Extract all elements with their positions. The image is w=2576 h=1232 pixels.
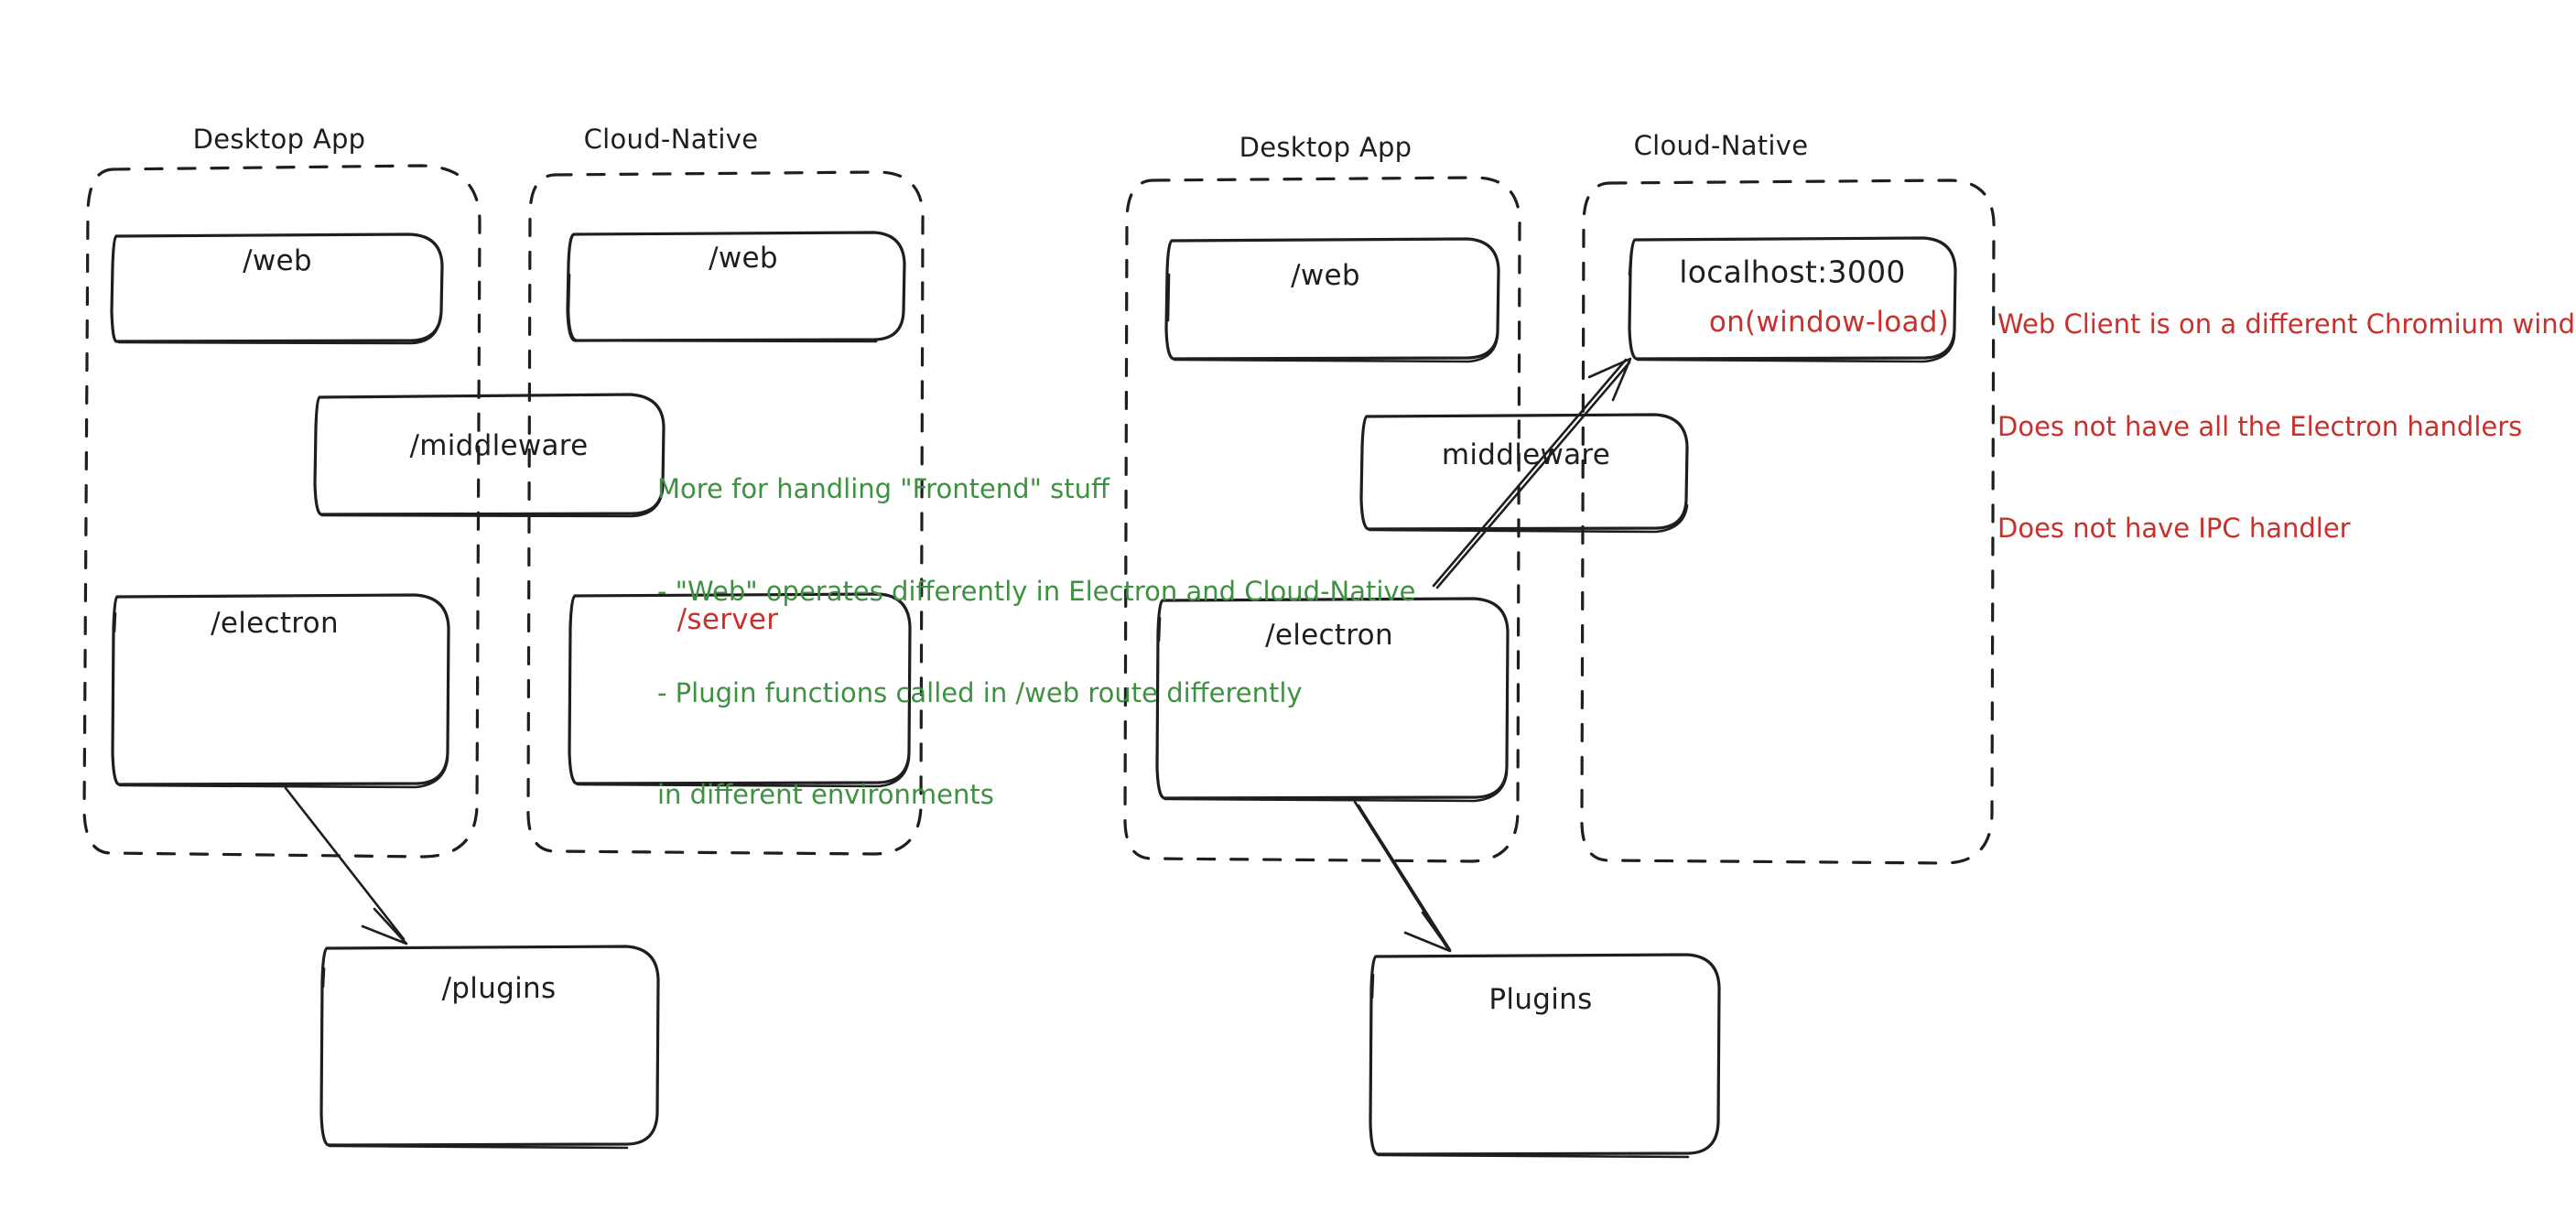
box-right-cloud-localhost [1628, 236, 1957, 363]
group-title-left-cloud-native: Cloud-Native [583, 124, 759, 155]
container-left-cloud-native [526, 170, 925, 856]
box-right-desktop-electron [1155, 597, 1510, 803]
group-title-right-desktop-app: Desktop App [1239, 132, 1412, 163]
box-label-left-cloud-server: /server [676, 603, 779, 636]
box-label-right-cloud-localhost: localhost:3000 [1679, 254, 1906, 290]
annotation-red-line-3: Does not have IPC handler [1997, 512, 2351, 544]
arrow-right-electron-to-plugins [1353, 800, 1452, 953]
annotation-green-line-4: in different environments [657, 779, 994, 811]
annotation-green-line-2: - "Web" operates differently in Electron… [657, 575, 1416, 607]
group-title-left-desktop-app: Desktop App [192, 124, 366, 155]
box-left-middleware [313, 393, 666, 518]
box-label-right-desktop-electron: /electron [1265, 619, 1393, 652]
annotation-green-line-3: - Plugin functions called in /web route … [657, 676, 1303, 708]
box-right-plugins [1369, 953, 1721, 1159]
box-label-right-cloud-localhost-sub: on(window-load) [1708, 306, 1950, 339]
arrow-left-electron-to-plugins [284, 786, 408, 946]
box-left-cloud-web [566, 231, 906, 343]
container-right-cloud-native [1580, 178, 1996, 865]
box-left-plugins [319, 945, 660, 1150]
arrow-right-electron-to-localhost [1432, 357, 1632, 589]
group-title-right-cloud-native: Cloud-Native [1633, 130, 1809, 161]
annotation-green-line-1: More for handling "Frontend" stuff [657, 473, 1109, 505]
box-label-right-desktop-web: /web [1291, 259, 1360, 292]
box-right-middleware [1359, 413, 1689, 534]
container-left-desktop-app [82, 164, 482, 859]
annotation-red-line-1: Web Client is on a different Chromium wi… [1997, 308, 2576, 340]
box-label-left-desktop-web: /web [243, 244, 312, 277]
box-label-right-middleware: middleware [1441, 438, 1611, 471]
box-left-cloud-server [568, 592, 912, 788]
annotation-red-line-2: Does not have all the Electron handlers [1997, 410, 2523, 442]
box-label-left-plugins: /plugins [441, 972, 557, 1005]
annotation-green-note: More for handling "Frontend" stuff - "We… [657, 405, 1415, 881]
annotation-red-note: Web Client is on a different Chromium wi… [1997, 240, 2576, 613]
box-left-desktop-web [110, 232, 444, 345]
box-label-left-middleware: /middleware [409, 429, 589, 462]
box-right-desktop-web [1164, 237, 1500, 363]
box-left-desktop-electron [111, 593, 450, 789]
box-label-left-desktop-electron: /electron [211, 607, 339, 640]
box-label-right-plugins: Plugins [1488, 983, 1593, 1016]
box-label-left-cloud-web: /web [709, 242, 778, 275]
container-right-desktop-app [1123, 176, 1521, 863]
